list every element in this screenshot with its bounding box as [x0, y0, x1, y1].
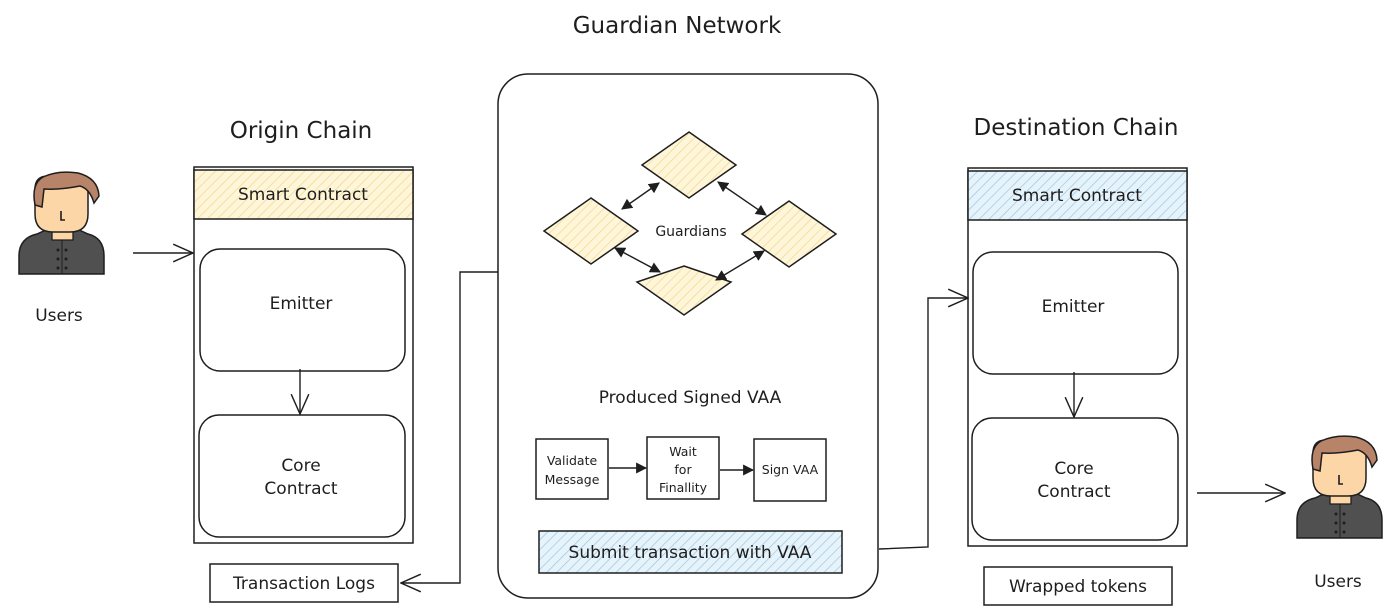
transaction-logs-box [209, 563, 399, 603]
sign-vaa-label: Sign VAA [762, 462, 819, 477]
guardian-link-right-bottom [715, 250, 765, 281]
guardian-node-top [640, 131, 738, 199]
destination-core-contract-label-line2: Contract [1037, 482, 1110, 502]
destination-emitter-label: Emitter [1042, 297, 1105, 317]
wait-for-finality-label-line3: Finallity [659, 480, 708, 495]
guardian-network-container [497, 73, 879, 599]
origin-chain-title: Origin Chain [230, 118, 373, 144]
destination-emitter-box [972, 251, 1179, 375]
guardian-link-top-right [717, 181, 767, 216]
arrow-guardian-to-transaction-logs [401, 271, 498, 583]
validate-message-label-line2: Message [545, 472, 600, 487]
destination-chain-title: Destination Chain [974, 115, 1179, 141]
destination-smart-contract-label: Smart Contract [1012, 186, 1142, 206]
origin-core-contract-label-line2: Contract [264, 479, 337, 499]
user-right-avatar-icon [1296, 435, 1383, 539]
guardian-node-bottom [635, 265, 733, 316]
guardian-network-title: Guardian Network [573, 13, 782, 39]
user-left-avatar-icon [18, 171, 105, 275]
origin-smart-contract-header [193, 169, 414, 220]
destination-core-contract-label-line1: Core [1054, 459, 1093, 479]
destination-core-contract-box [971, 417, 1179, 541]
submit-transaction-label: Submit transaction with VAA [569, 543, 812, 563]
arrow-guardian-to-destination [878, 298, 968, 550]
submit-transaction-box [538, 530, 843, 574]
origin-emitter-label: Emitter [270, 294, 333, 314]
destination-chain-container [967, 167, 1188, 547]
origin-chain-container [193, 166, 414, 544]
wait-for-finality-label-line1: Wait [669, 444, 697, 459]
sign-vaa-box [753, 438, 827, 502]
wrapped-tokens-box [983, 566, 1173, 606]
guardian-node-right [740, 200, 838, 268]
origin-core-contract-label-line1: Core [281, 456, 320, 476]
origin-emitter-box [199, 248, 406, 372]
validate-message-label-line1: Validate [547, 453, 598, 468]
transaction-logs-label: Transaction Logs [232, 574, 375, 594]
wrapped-tokens-label: Wrapped tokens [1009, 577, 1147, 597]
guardian-link-top-left [621, 182, 660, 210]
user-right-label: Users [1314, 572, 1362, 592]
produced-signed-vaa-label: Produced Signed VAA [599, 388, 782, 408]
origin-smart-contract-label: Smart Contract [238, 185, 368, 205]
destination-smart-contract-header [967, 170, 1188, 221]
validate-message-box [535, 438, 609, 500]
guardians-label: Guardians [655, 224, 726, 240]
wait-for-finality-box [646, 436, 720, 500]
wait-for-finality-label-line2: for [674, 462, 692, 477]
user-left-label: Users [35, 306, 83, 326]
origin-core-contract-box [198, 414, 406, 538]
guardian-link-left-bottom [614, 247, 661, 273]
